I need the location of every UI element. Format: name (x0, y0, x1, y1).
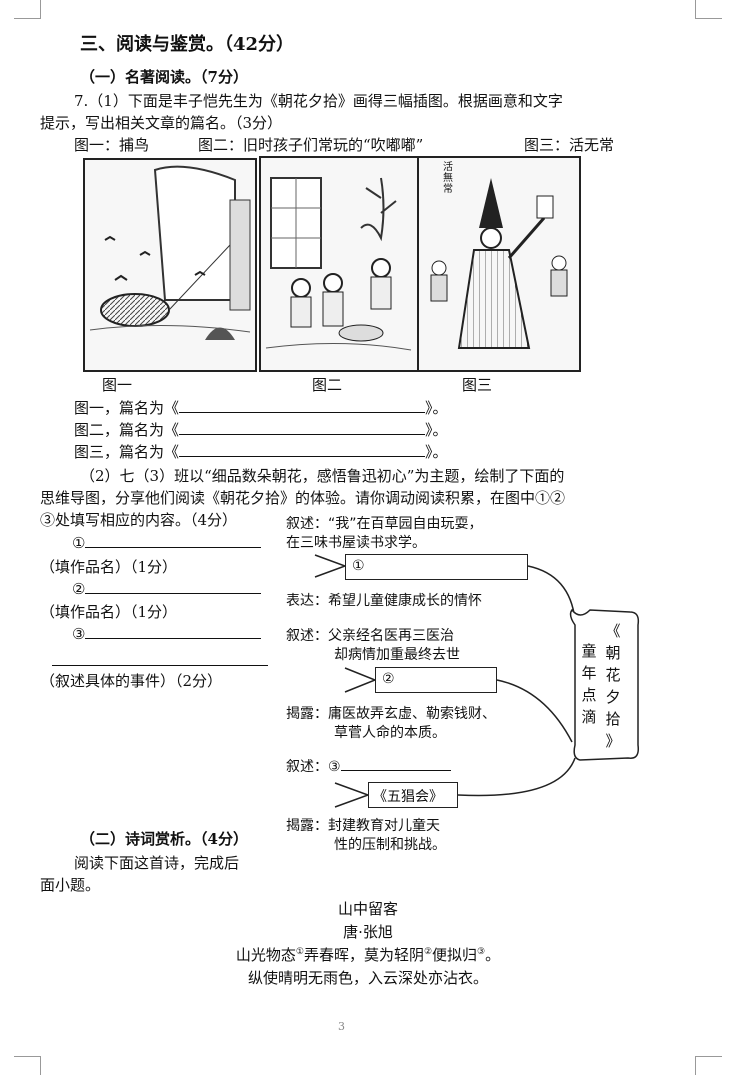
poem-line-1-part-a: 山光物态 (235, 946, 296, 964)
fill2-blank[interactable] (85, 579, 262, 594)
connector-2 (527, 565, 576, 621)
fill1-num: ① (72, 534, 86, 552)
answer-fig2-blank[interactable] (179, 420, 426, 435)
fill3: ③ (72, 624, 262, 643)
page-number: 3 (338, 1020, 345, 1033)
q2-text-line1: （2）七（3）班以“细品数朵朝花，感悟鲁迅初心”为主题，绘制了下面的 (80, 467, 565, 485)
narration-3-label: 叙述：③ (286, 759, 341, 775)
answer-fig1-suffix: 》。 (425, 399, 448, 417)
fig1-caption: 图一：捕鸟 (74, 136, 150, 154)
narration-1-line2: 在三味书屋读书求学。 (286, 535, 426, 551)
fig1-label: 图一 (102, 376, 133, 394)
answer-fig1-prefix: 图一，篇名为《 (74, 399, 180, 417)
fill2-note: （填作品名）（1分） (40, 603, 178, 621)
q2-text-line3: ③处填写相应的内容。（4分） (40, 511, 238, 529)
poem-author: 唐·张旭 (343, 923, 393, 941)
poem-line-1-part-c: 便拟归 (432, 946, 478, 964)
answer-fig1: 图一，篇名为《 》。 (74, 397, 448, 418)
scroll-char: 滴 (581, 708, 597, 726)
scroll-char: 拾 (605, 710, 621, 728)
footnote-mark-2: ② (423, 947, 433, 957)
fig2-label: 图二 (312, 376, 343, 394)
expression-text: 表达：希望儿童健康成长的情怀 (286, 593, 482, 609)
answer-fig3-suffix: 》。 (425, 443, 448, 461)
reveal-2-line1: 揭露：封建教育对儿童天 (286, 818, 440, 834)
q2-text-line2: 思维导图，分享他们阅读《朝花夕拾》的体验。请你调动阅读积累，在图中①② (40, 489, 566, 507)
part2-intro-line2: 面小题。 (40, 876, 101, 894)
mindmap-box-1[interactable]: ① (345, 554, 528, 580)
answer-fig1-blank[interactable] (179, 398, 426, 413)
section-title: 三、阅读与鉴赏。（42分） (80, 34, 295, 55)
footnote-mark-3: ③ (477, 947, 486, 957)
answer-fig2-prefix: 图二，篇名为《 (74, 421, 180, 439)
scroll-char: 《 (605, 622, 621, 640)
scroll-char: 朝 (605, 644, 621, 662)
scroll-char: 夕 (605, 688, 621, 706)
narration-2-line2: 却病情加重最终去世 (334, 647, 460, 663)
poem-line-1-part-b: 弄春晖，莫为轻阴 (303, 946, 424, 964)
fill3-note: （叙述具体的事件）（2分） (40, 672, 223, 690)
fill1-note: （填作品名）（1分） (40, 558, 178, 576)
scroll-col-childhood: 童 年 点 滴 (580, 640, 598, 728)
narration-1-line1: 叙述：“我”在百草园自由玩耍， (286, 516, 483, 532)
answer-fig2: 图二，篇名为《 》。 (74, 419, 448, 440)
crop-mark-top-left (14, 0, 41, 19)
part1-heading: （一）名著阅读。（7分） (80, 68, 248, 86)
fig3-caption: 图三：活无常 (524, 136, 615, 154)
scroll-char: 花 (605, 666, 621, 684)
fill2-num: ② (72, 580, 86, 598)
answer-fig2-suffix: 》。 (425, 421, 448, 439)
fig3-inset-text: 活無常 (443, 162, 453, 195)
poem-line-2: 纵使晴明无雨色，入云深处亦沾衣。 (247, 969, 488, 987)
fill3-num: ③ (72, 625, 86, 643)
fill3-blank[interactable] (85, 624, 262, 639)
answer-fig3-blank[interactable] (179, 442, 426, 457)
scroll-char: 点 (581, 686, 597, 704)
reveal-2-line2: 性的压制和挑战。 (334, 837, 446, 853)
narration-3-blank[interactable] (340, 757, 451, 771)
mindmap-box-2[interactable]: ② (375, 667, 497, 693)
crop-mark-bottom-left (14, 1056, 41, 1075)
fill1: ① (72, 533, 262, 552)
scroll-char: 》 (605, 732, 621, 750)
reveal-1-line2: 草菅人命的本质。 (334, 725, 446, 741)
scroll-char: 童 (581, 642, 597, 660)
q7-text-line2: 提示，写出相关文章的篇名。（3分） (40, 114, 283, 132)
mindmap-box-3-label: 《五猖会》 (373, 789, 443, 805)
reveal-1-line1: 揭露：庸医故弄玄虚、勒索钱财、 (286, 706, 496, 722)
connector-4 (496, 679, 573, 743)
mindmap-box-3: 《五猖会》 (368, 782, 458, 808)
fill3-extra-line[interactable] (52, 665, 268, 666)
connector-5 (334, 782, 371, 808)
connector-3 (344, 667, 378, 693)
fig3-label: 图三 (462, 376, 493, 394)
poem-title: 山中留客 (337, 900, 398, 918)
illustration-blowing-toy (259, 156, 419, 372)
part2-heading: （二）诗词赏析。（4分） (80, 830, 248, 848)
answer-fig3-prefix: 图三，篇名为《 (74, 443, 180, 461)
scroll-char: 年 (581, 664, 597, 682)
mindmap-box-1-label: ① (352, 558, 365, 574)
poem-line-1: 山光物态①弄春晖，莫为轻阴②便拟归③。 (0, 944, 736, 965)
illustration-wuchang: 活無常 (417, 156, 581, 372)
fig2-caption: 图二：旧时孩子们常玩的“吹嘟嘟” (198, 136, 424, 154)
connector-6 (457, 757, 576, 797)
narration-2-line1: 叙述：父亲经名医再三医治 (286, 628, 454, 644)
illustration-catching-birds (83, 158, 257, 372)
answer-fig3: 图三，篇名为《 》。 (74, 441, 448, 462)
connector-1 (314, 554, 348, 578)
crop-mark-top-right (695, 0, 722, 19)
crop-mark-bottom-right (695, 1056, 722, 1075)
fill1-blank[interactable] (85, 533, 262, 548)
footnote-mark-1: ① (295, 947, 304, 957)
poem-line-1-part-d: 。 (485, 946, 501, 964)
part2-intro-line1: 阅读下面这首诗，完成后 (74, 854, 240, 872)
mindmap-box-2-label: ② (382, 671, 395, 687)
q7-text-line1: 7.（1）下面是丰子恺先生为《朝花夕拾》画得三幅插图。根据画意和文字 (74, 92, 563, 110)
fill2: ② (72, 579, 262, 598)
narration-3: 叙述：③ (286, 756, 451, 776)
scroll-col-book-title: 《 朝 花 夕 拾 》 (604, 620, 622, 752)
